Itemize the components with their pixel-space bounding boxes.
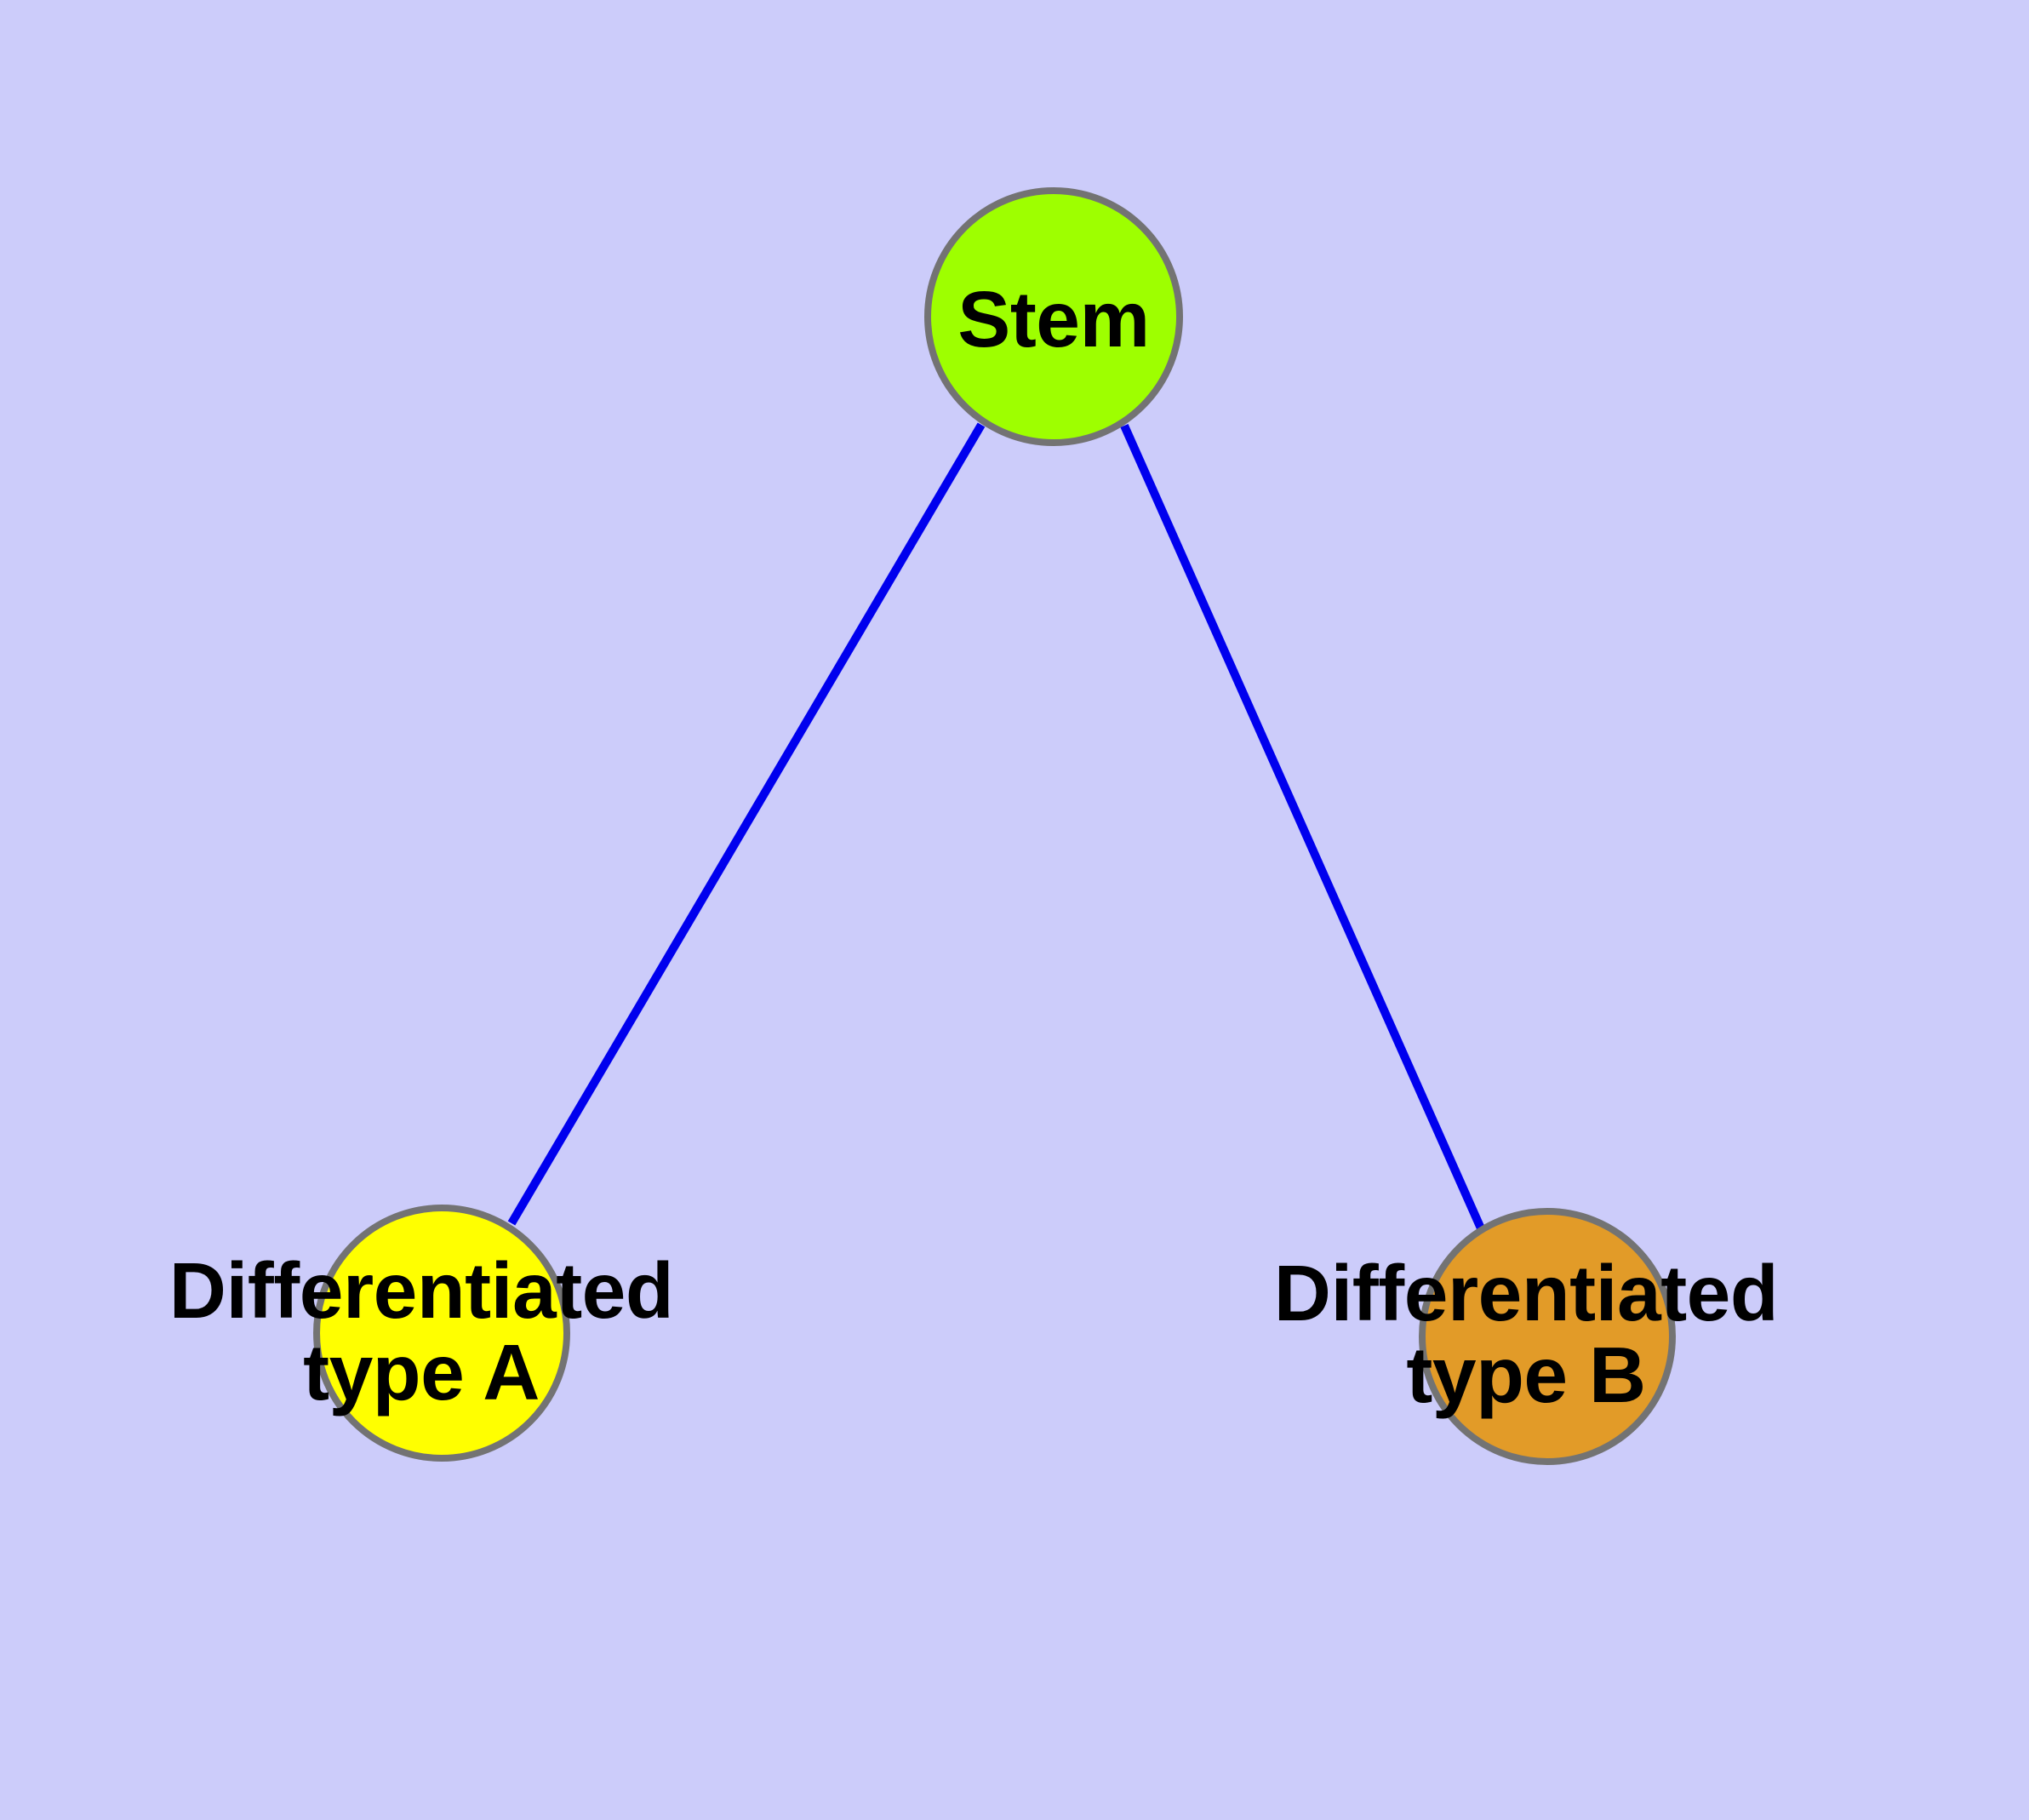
graph-node-stem[interactable]: [924, 187, 1183, 446]
edge-layer: [507, 422, 1485, 1231]
graph-node-diff_b[interactable]: [1419, 1208, 1676, 1465]
node-layer: [313, 187, 1676, 1465]
graph-edge-stem-to-diff_b[interactable]: [1120, 423, 1485, 1231]
graph-edge-stem-to-diff_a[interactable]: [507, 422, 986, 1226]
graph-node-diff_a[interactable]: [313, 1205, 570, 1462]
